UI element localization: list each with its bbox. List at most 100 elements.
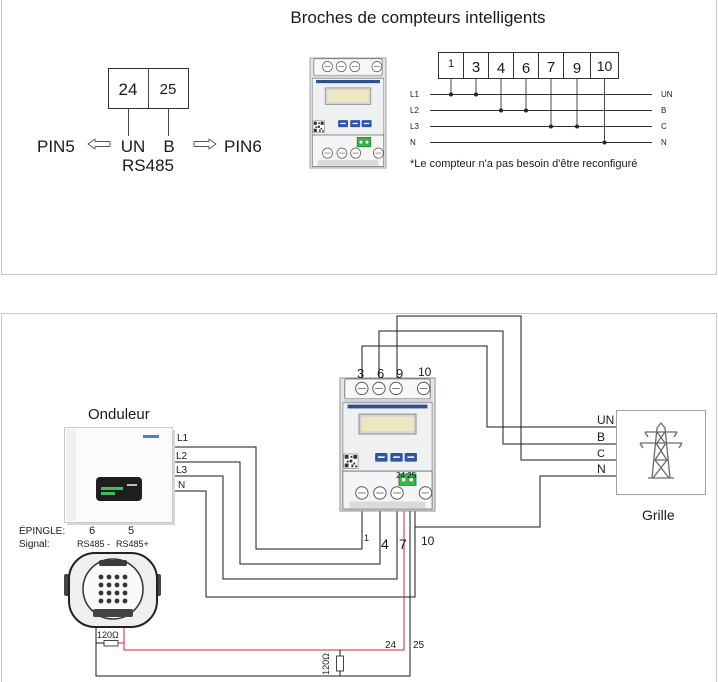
tower-legs bbox=[651, 422, 671, 479]
connector-key bbox=[99, 560, 127, 566]
qr-module bbox=[320, 121, 324, 125]
connector-pin bbox=[98, 582, 104, 588]
meter-terminal-schematic: 1 3 4 6 7 9 10 L1 L2 L3 N UN B C N bbox=[410, 52, 673, 147]
meter-terminal-6-label: 6 bbox=[377, 366, 384, 381]
qr-module bbox=[344, 454, 349, 459]
transmission-tower-icon bbox=[639, 422, 683, 479]
arrow-left-icon bbox=[87, 138, 111, 150]
inverter-display-bar bbox=[101, 487, 123, 490]
meter-terminal-3-label: 3 bbox=[357, 366, 364, 381]
wire-terminal-3-to-grid-un bbox=[361, 345, 616, 428]
connector-pin bbox=[122, 590, 128, 596]
inverter-title: Onduleur bbox=[88, 406, 150, 423]
inverter-display-mark bbox=[127, 484, 137, 486]
terminal-number: 7 bbox=[547, 59, 555, 76]
terminal-box-3 bbox=[463, 52, 489, 79]
meter-brand-stripe bbox=[347, 404, 428, 409]
b-label: B bbox=[163, 137, 174, 156]
line-right-label: UN bbox=[661, 90, 673, 99]
termination-resistor-icon bbox=[103, 640, 119, 647]
smart-meter-image-bottom bbox=[339, 377, 436, 512]
top-panel-frame bbox=[1, 0, 717, 275]
line-right-label: B bbox=[661, 106, 666, 115]
termination-resistor-label: 120Ω bbox=[97, 630, 119, 640]
line-left-label: L3 bbox=[410, 122, 419, 131]
pin5-label: PIN5 bbox=[37, 137, 75, 156]
meter-terminal-10-bottom-label: 10 bbox=[421, 534, 435, 548]
meter-rs485-terminal-block bbox=[356, 137, 372, 148]
meter-terminal-10-label: 10 bbox=[418, 365, 432, 379]
terminal-box-7 bbox=[538, 52, 564, 79]
pin6-label: PIN6 bbox=[224, 137, 262, 156]
connector-pin bbox=[114, 590, 120, 596]
wire-rs485-25 bbox=[95, 486, 411, 677]
qr-module bbox=[350, 455, 353, 458]
arrow-right-icon bbox=[193, 138, 217, 150]
junction-dot bbox=[524, 108, 528, 113]
meter-button-mark bbox=[340, 122, 346, 125]
pin-box-24: 24 bbox=[119, 80, 138, 99]
bus-resistor-label: 120Ω bbox=[321, 653, 331, 675]
meter-lcd-display bbox=[361, 416, 414, 432]
qr-module bbox=[346, 460, 349, 463]
terminal-number: 9 bbox=[573, 60, 581, 77]
meter-terminal-4-label: 4 bbox=[381, 536, 389, 552]
qr-module bbox=[353, 462, 356, 465]
terminal-box-6 bbox=[513, 52, 539, 79]
qr-module bbox=[355, 465, 358, 468]
qr-module bbox=[322, 130, 324, 132]
wire-label-25: 25 bbox=[413, 640, 425, 651]
rs485-pin-box: 24 25 bbox=[108, 68, 189, 136]
terminal-number: 10 bbox=[597, 58, 613, 74]
connector-pin bbox=[98, 598, 104, 604]
pin-box-25: 25 bbox=[160, 81, 177, 98]
qr-module bbox=[344, 463, 349, 468]
grid-line-label: B bbox=[597, 430, 605, 444]
connector-face bbox=[82, 558, 144, 620]
connector-pin bbox=[98, 574, 104, 580]
inverter-side-face bbox=[66, 429, 76, 521]
qr-module bbox=[313, 128, 317, 132]
qr-module bbox=[317, 125, 320, 128]
bottom-panel: Onduleur L1 L2 L3 N ÉPINGLE: 6 5 Signal:… bbox=[1, 313, 717, 682]
wire-rs485-24 bbox=[123, 486, 405, 651]
reconfiguration-note: *Le compteur n'a pas besoin d'être recon… bbox=[410, 158, 637, 170]
qr-module bbox=[320, 127, 323, 130]
line-right-label: N bbox=[661, 138, 667, 147]
wire-terminal-6-to-grid-b bbox=[378, 330, 616, 445]
inverter-logo-icon bbox=[143, 435, 159, 438]
meter-button-mark bbox=[378, 456, 385, 458]
bus-resistor-icon bbox=[336, 655, 344, 672]
meter-button-mark bbox=[407, 456, 415, 458]
wire-inverter-l2-to-terminal-4 bbox=[172, 461, 381, 565]
tower-bracing bbox=[648, 431, 674, 479]
rs485-connector-image bbox=[64, 552, 161, 628]
terminal-box-1 bbox=[438, 52, 464, 79]
connector-pin bbox=[114, 598, 120, 604]
wire-inverter-l3-to-terminal-7 bbox=[172, 475, 398, 580]
terminal-box-9 bbox=[563, 52, 591, 79]
connector-pin bbox=[122, 582, 128, 588]
tower-top-arm bbox=[644, 431, 678, 438]
top-panel: Broches de compteurs intelligents 24 25 … bbox=[1, 0, 717, 275]
grid-box bbox=[616, 410, 706, 495]
inverter-line-label: L2 bbox=[176, 451, 188, 462]
qr-module bbox=[353, 454, 358, 459]
meter-rs485-terminal-block bbox=[398, 473, 417, 486]
terminal-number: 4 bbox=[497, 60, 505, 77]
top-panel-title: Broches de compteurs intelligents bbox=[290, 8, 545, 27]
junction-dot bbox=[474, 92, 478, 97]
meter-button-mark bbox=[393, 456, 400, 458]
qr-module bbox=[349, 459, 353, 463]
connector-pin bbox=[106, 590, 112, 596]
line-right-label: C bbox=[661, 122, 667, 131]
inverter-body bbox=[64, 427, 173, 523]
meter-divider bbox=[343, 398, 432, 403]
grid-title: Grille bbox=[642, 507, 675, 523]
rs485-label: RS485 bbox=[122, 156, 174, 175]
line-left-label: L1 bbox=[410, 90, 419, 99]
line-left-label: N bbox=[410, 138, 416, 147]
connector-pin bbox=[98, 590, 104, 596]
meter-rs485-terminals-label: 24 25 bbox=[396, 471, 417, 480]
connector-pin bbox=[106, 574, 112, 580]
